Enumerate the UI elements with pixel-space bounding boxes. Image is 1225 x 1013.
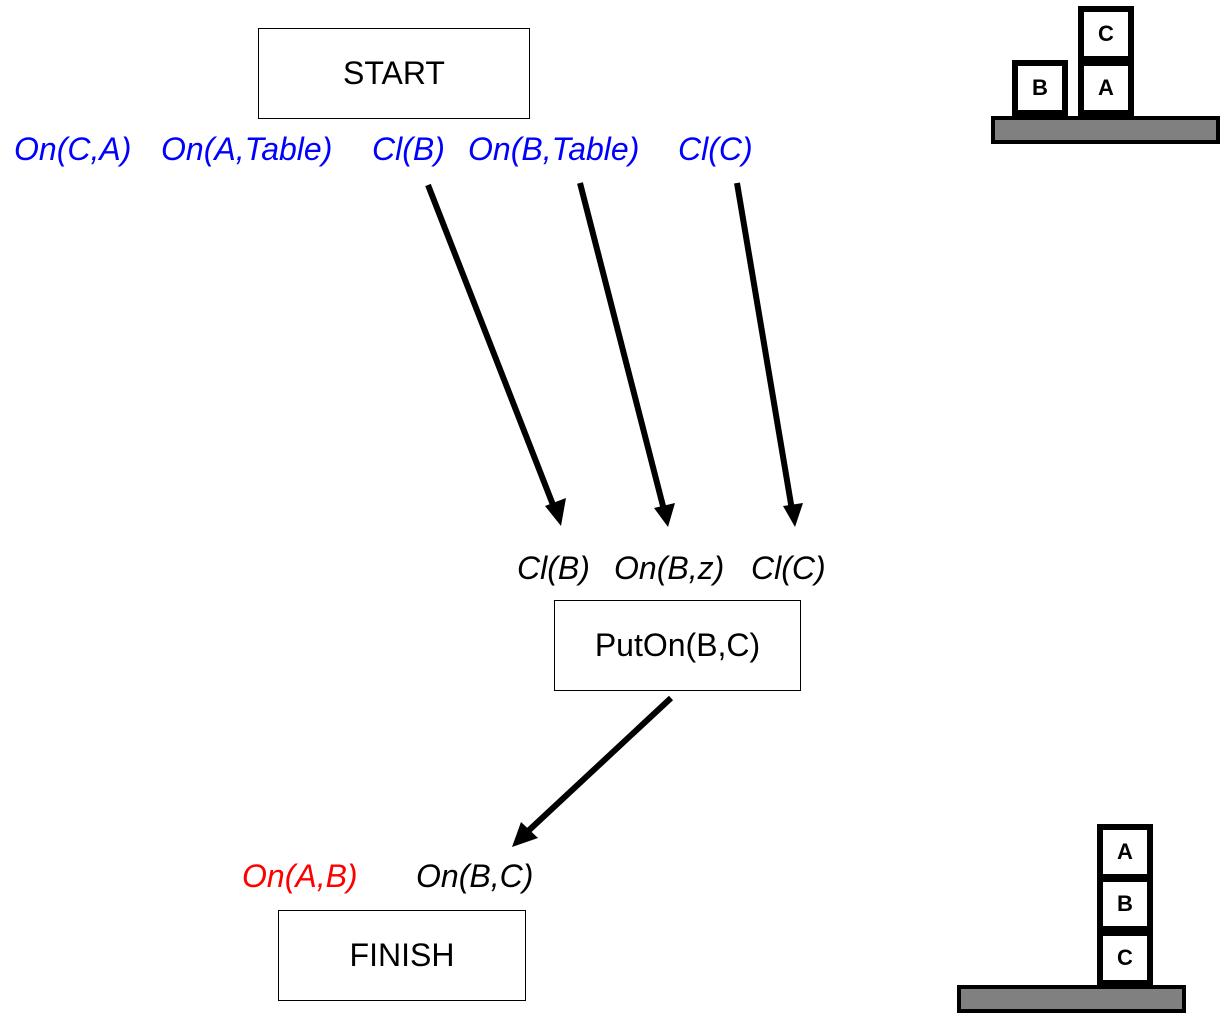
start-effect-on-c-a: On(C,A) bbox=[14, 131, 132, 167]
start-node: START bbox=[258, 28, 530, 119]
start-effect-cl-b: Cl(B) bbox=[372, 131, 445, 167]
block-b: B bbox=[1097, 876, 1153, 932]
block-a: A bbox=[1097, 824, 1153, 880]
arrow-on-b-table bbox=[577, 182, 675, 527]
arrow-clc bbox=[734, 182, 803, 527]
start-label: START bbox=[343, 55, 445, 91]
arrow-clb bbox=[425, 183, 566, 526]
precondition-cl-c: Cl(C) bbox=[751, 550, 826, 586]
start-effect-cl-c: Cl(C) bbox=[678, 131, 753, 167]
precondition-cl-b: Cl(B) bbox=[517, 550, 590, 586]
action-label: PutOn(B,C) bbox=[594, 627, 761, 663]
block-c: C bbox=[1097, 930, 1153, 986]
start-effect-on-b-table: On(B,Table) bbox=[468, 131, 640, 167]
precondition-on-b-z: On(B,z) bbox=[614, 550, 725, 586]
block-b: B bbox=[1012, 60, 1068, 116]
arrow-on-b-c bbox=[512, 695, 674, 847]
table-initial bbox=[991, 116, 1220, 144]
block-c: C bbox=[1078, 6, 1134, 62]
finish-label: FINISH bbox=[349, 937, 455, 973]
action-node: PutOn(B,C) bbox=[554, 600, 801, 691]
goal-on-b-c: On(B,C) bbox=[416, 858, 534, 894]
block-a: A bbox=[1078, 60, 1134, 116]
start-effect-on-a-table: On(A,Table) bbox=[161, 131, 333, 167]
goal-on-a-b: On(A,B) bbox=[242, 858, 358, 894]
finish-node: FINISH bbox=[278, 910, 526, 1001]
table-goal bbox=[957, 985, 1186, 1013]
